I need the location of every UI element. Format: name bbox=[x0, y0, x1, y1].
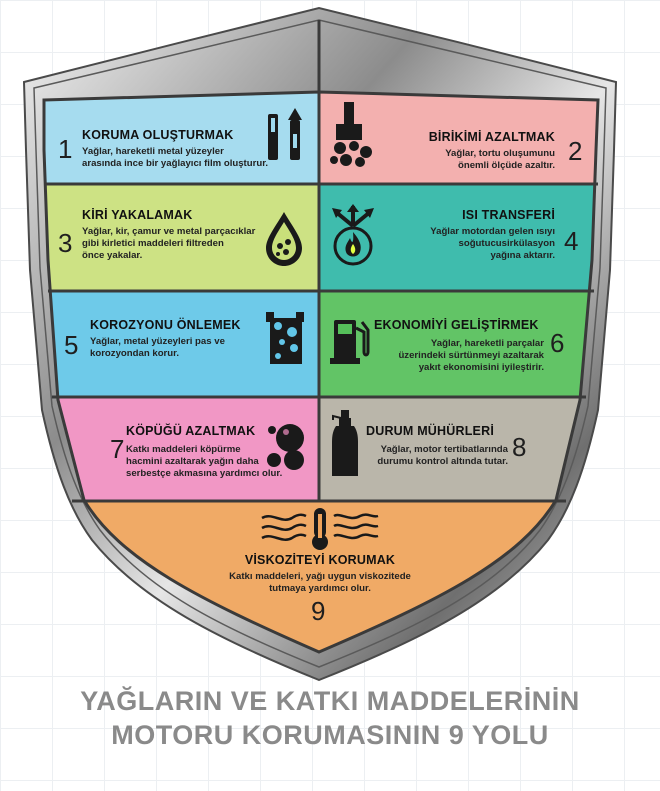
segment-5-title: KOROZYONU ÖNLEMEK bbox=[90, 318, 241, 332]
segment-3-title: KİRİ YAKALAMAK bbox=[82, 208, 193, 222]
segment-3-number: 3 bbox=[58, 228, 73, 258]
oil-drop-icon bbox=[266, 212, 302, 266]
segment-6-title: EKONOMİYİ GELİŞTİRMEK bbox=[374, 318, 539, 332]
segment-7-title: KÖPÜĞÜ AZALTMAK bbox=[126, 424, 256, 438]
segment-8-desc: Yağlar, motor tertibatlarında durumu kon… bbox=[377, 444, 508, 467]
segment-9-desc: Katkı maddeleri, yağı uygun viskozitede … bbox=[229, 571, 411, 594]
oil-bottle-icon bbox=[332, 410, 358, 476]
segment-2-bg bbox=[319, 92, 598, 184]
segment-4-bg bbox=[319, 184, 598, 291]
segment-3-desc: Yağlar, kir, çamur ve metal parçacıklar … bbox=[82, 226, 256, 261]
bubbles-icon bbox=[267, 424, 304, 470]
segment-1-desc: Yağlar, hareketli metal yüzeyler arasınd… bbox=[82, 146, 269, 169]
segment-1-title: KORUMA OLUŞTURMAK bbox=[82, 128, 234, 142]
fuel-pump-icon bbox=[330, 320, 370, 364]
segment-4-title: ISI TRANSFERİ bbox=[462, 208, 555, 222]
segment-5-desc: Yağlar, metal yüzeyleri pas ve korozyond… bbox=[90, 336, 225, 359]
caption-line-2: MOTORU KORUMASININ 9 YOLU bbox=[111, 720, 549, 750]
segment-9-title: VİSKOZİTEYİ KORUMAK bbox=[244, 553, 396, 567]
deposit-icon bbox=[330, 102, 372, 167]
corrosion-icon bbox=[266, 312, 304, 364]
segment-6-number: 6 bbox=[550, 328, 565, 358]
segment-7-bg bbox=[44, 397, 319, 501]
segment-2-desc: Yağlar, tortu oluşumunu önemli ölçüde az… bbox=[445, 148, 555, 171]
segment-6-desc: Yağlar, hareketli parçalar üzerindeki sü… bbox=[398, 338, 544, 373]
segment-1-number: 1 bbox=[58, 134, 73, 164]
segment-4-number: 4 bbox=[564, 226, 579, 256]
segment-7-number: 7 bbox=[110, 434, 125, 464]
segment-7-desc: Katkı maddeleri köpürme hacmini azaltara… bbox=[126, 444, 283, 479]
heat-transfer-icon bbox=[332, 204, 374, 266]
thermometer-icon bbox=[261, 508, 379, 550]
segment-8-number: 8 bbox=[512, 432, 527, 462]
segment-2-title: BİRİKİMİ AZALTMAK bbox=[428, 130, 555, 144]
segment-4-desc: Yağlar motordan gelen ısıyı soğutucusirk… bbox=[430, 226, 555, 261]
film-layer-icon bbox=[268, 108, 302, 160]
segment-2-number: 2 bbox=[568, 136, 583, 166]
caption-line-1: YAĞLARIN VE KATKI MADDELERİNİN bbox=[80, 686, 580, 716]
segment-5-number: 5 bbox=[64, 330, 79, 360]
segment-8-title: DURUM MÜHÜRLERİ bbox=[366, 424, 494, 438]
segment-8-bg bbox=[319, 397, 598, 501]
segment-9-number: 9 bbox=[311, 596, 326, 626]
